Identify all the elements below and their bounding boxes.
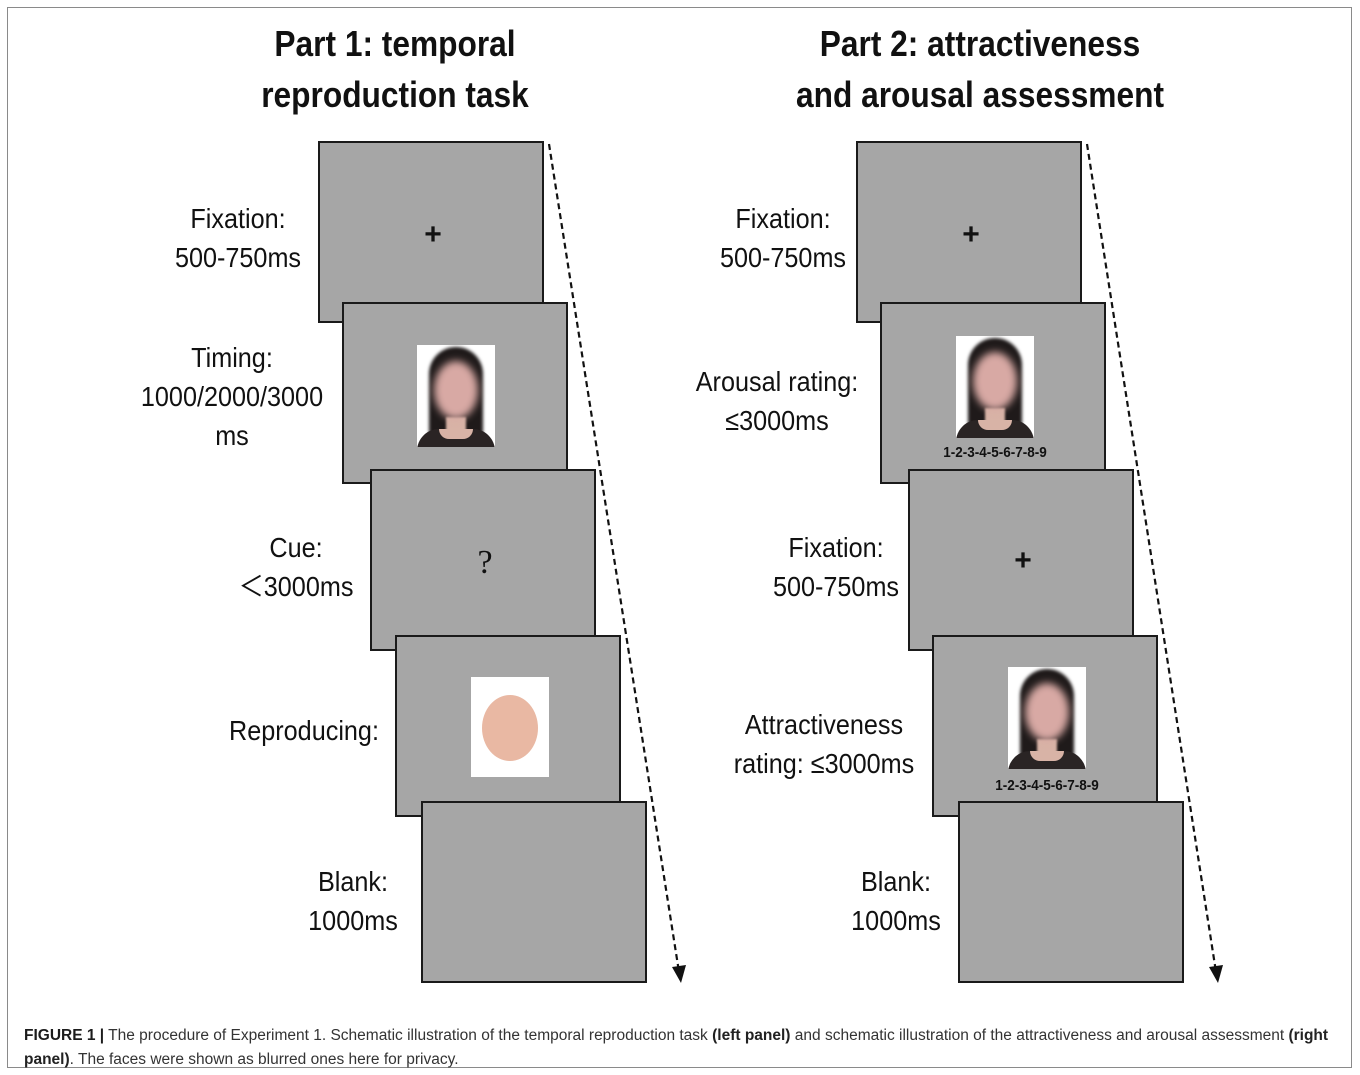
- figure-caption: FIGURE 1 | The procedure of Experiment 1…: [24, 1024, 1344, 1072]
- right-label-fixation-2: Fixation: 500-750ms: [772, 532, 900, 602]
- left-panel-title: Part 1: temporal reproduction task: [201, 18, 588, 120]
- left-screen-blank: [421, 801, 647, 983]
- caption-text-2: and schematic illustration of the attrac…: [790, 1027, 1289, 1044]
- right-label-attractiveness: Attractiveness rating: ≤3000ms: [733, 709, 915, 779]
- caption-right-ref: (right panel): [24, 1027, 1329, 1068]
- face-image: [417, 345, 495, 447]
- caption-text-3: . The faces were shown as blurred ones h…: [69, 1051, 459, 1068]
- figure-frame: [7, 7, 1352, 1068]
- right-screen-arousal: 1-2-3-4-5-6-7-8-9: [880, 302, 1106, 484]
- rating-scale: 1-2-3-4-5-6-7-8-9: [995, 777, 1099, 794]
- left-screen-timing: [342, 302, 568, 484]
- rating-scale: 1-2-3-4-5-6-7-8-9: [943, 444, 1047, 461]
- right-label-fixation-1: Fixation: 500-750ms: [719, 203, 847, 273]
- right-title-line-2: and arousal assessment: [795, 74, 1165, 115]
- oval-patch: [471, 677, 549, 777]
- left-title-line-2: reproduction task: [261, 74, 529, 115]
- right-screen-blank: [958, 801, 1184, 983]
- left-label-reproducing: Reproducing:: [229, 715, 379, 746]
- oval-shape: [482, 695, 538, 761]
- right-label-arousal: Arousal rating: ≤3000ms: [695, 366, 859, 436]
- face-image: [956, 336, 1034, 438]
- right-panel-title: Part 2: attractiveness and arousal asses…: [769, 18, 1191, 120]
- right-screen-fixation-1: +: [856, 141, 1082, 323]
- left-label-blank: Blank: 1000ms: [308, 866, 398, 936]
- cue-question-mark: ?: [477, 544, 493, 581]
- left-label-timing: Timing: 1000/2000/3000 ms: [140, 342, 324, 451]
- left-title-line-1: Part 1: temporal: [274, 23, 516, 64]
- left-screen-reproducing: [395, 635, 621, 817]
- figure-label: FIGURE 1 |: [24, 1027, 105, 1044]
- face-image: [1008, 667, 1086, 769]
- caption-left-ref: (left panel): [712, 1027, 791, 1044]
- left-screen-fixation: +: [318, 141, 544, 323]
- caption-text-1: The procedure of Experiment 1. Schematic…: [104, 1027, 713, 1044]
- fixation-cross: +: [424, 218, 442, 251]
- right-title-line-1: Part 2: attractiveness: [819, 23, 1141, 64]
- right-label-blank: Blank: 1000ms: [851, 866, 941, 936]
- fixation-cross: +: [1014, 544, 1032, 577]
- fixation-cross: +: [962, 218, 980, 251]
- left-screen-cue: ?: [370, 469, 596, 651]
- left-label-fixation: Fixation: 500-750ms: [174, 203, 302, 273]
- right-screen-fixation-2: +: [908, 469, 1134, 651]
- left-label-cue: Cue: ＜3000ms: [238, 532, 354, 602]
- right-screen-attractiveness: 1-2-3-4-5-6-7-8-9: [932, 635, 1158, 817]
